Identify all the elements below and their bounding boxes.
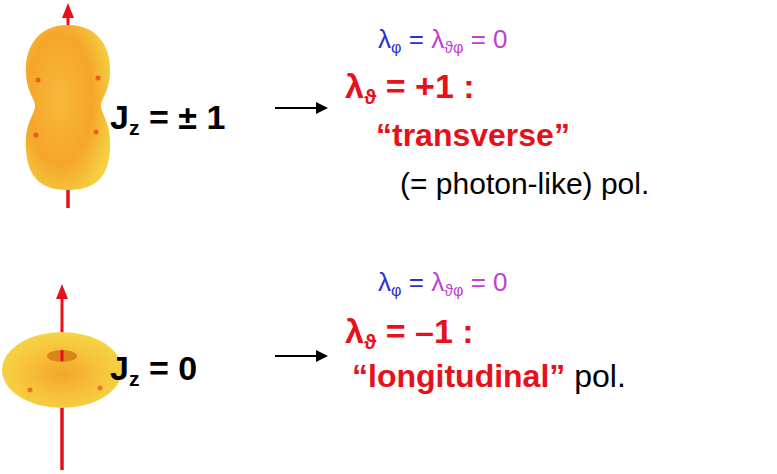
text-line: Jz = 0 [110, 348, 197, 392]
label-text: pol. [574, 358, 626, 394]
text-line: “transverse” [376, 116, 570, 154]
subscript: ϑφ [444, 38, 463, 56]
text-line: “longitudinal”pol. [352, 357, 626, 395]
label-text: = 0 [149, 349, 197, 387]
label-text: = +1 : [386, 67, 475, 105]
label-text: = [409, 24, 424, 54]
subscript: φ [391, 38, 401, 56]
label-text: = [409, 267, 424, 297]
text-line: λφ=λϑφ= 0 [378, 24, 508, 57]
text-line: λϑ = –1 : [345, 311, 474, 355]
label-text: λ [345, 312, 364, 350]
subscript: z [129, 116, 140, 139]
label-text: λ [378, 267, 391, 297]
label-text: λ [345, 67, 364, 105]
subscript: ϑ [364, 330, 376, 353]
label-text: “transverse” [376, 117, 570, 153]
text-line: λϑ = +1 : [345, 66, 475, 110]
subscript: ϑφ [444, 281, 463, 299]
subscript: φ [391, 281, 401, 299]
subscript: z [129, 367, 140, 390]
label-text: = 0 [471, 267, 508, 297]
label-text: λ [431, 267, 444, 297]
label-text: (= photon-like) pol. [400, 167, 649, 200]
label-text: = –1 : [386, 312, 474, 350]
text-line: λφ=λϑφ= 0 [378, 267, 508, 300]
label-text: J [110, 98, 129, 136]
label-text: = 0 [471, 24, 508, 54]
implies-arrow [275, 102, 328, 114]
label-text: = ± 1 [149, 98, 225, 136]
text-line: (= photon-like) pol. [400, 166, 649, 202]
longitudinal-shape [2, 284, 122, 470]
text-line: Jz = ± 1 [110, 97, 225, 141]
label-text: J [110, 349, 129, 387]
label-text: “longitudinal” [352, 358, 565, 394]
transverse-shape [26, 3, 111, 208]
label-text: λ [378, 24, 391, 54]
implies-arrow [275, 350, 328, 362]
label-text: λ [431, 24, 444, 54]
subscript: ϑ [364, 85, 376, 108]
